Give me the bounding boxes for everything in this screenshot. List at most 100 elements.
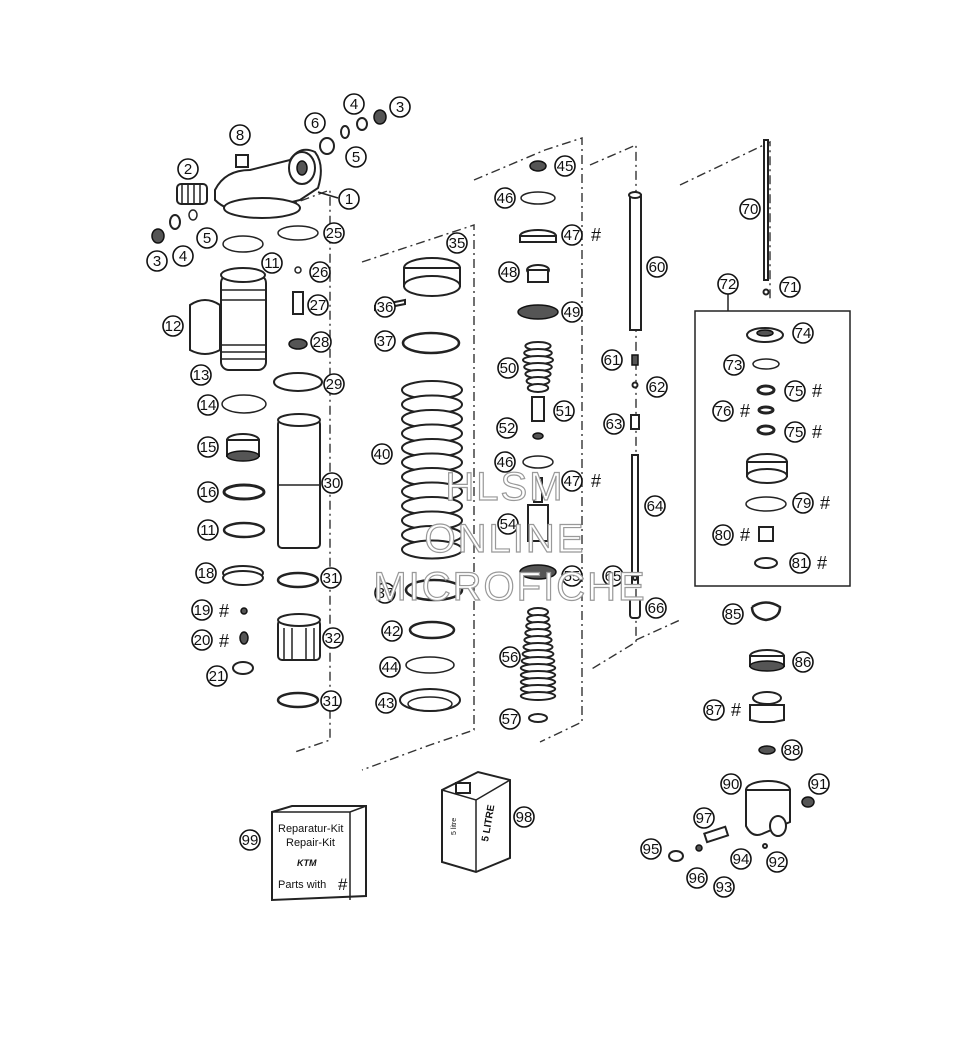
svg-text:11: 11 [264,255,280,272]
callout-88: 88 [781,739,803,761]
svg-text:8: 8 [236,127,244,144]
svg-text:3: 3 [153,253,161,270]
callout-50: 50 [497,357,519,379]
svg-text:54: 54 [500,516,517,533]
svg-text:4: 4 [350,96,358,113]
callout-27: 27 [307,294,329,316]
svg-text:30: 30 [324,475,341,492]
callout-75-upper: 75# [784,380,822,402]
svg-text:#: # [731,700,741,720]
svg-text:75: 75 [787,424,804,441]
callout-71: 71 [779,276,801,298]
callout-42: 42 [381,620,403,642]
svg-text:96: 96 [689,870,706,887]
callout-28: 28 [310,331,332,353]
svg-text:95: 95 [643,841,660,858]
svg-text:50: 50 [500,360,517,377]
svg-text:47: 47 [564,473,581,490]
callout-4-lower: 4 [172,245,194,267]
callout-76: 76# [712,400,750,422]
svg-text:6: 6 [311,115,319,132]
svg-text:79: 79 [795,495,812,512]
spring-coil [401,539,463,560]
callout-95: 95 [640,838,662,860]
repair-kit-marker: # [338,875,348,894]
svg-text:55: 55 [564,568,581,585]
svg-text:86: 86 [795,654,812,671]
svg-text:36: 36 [377,299,394,316]
adjuster-column [694,139,851,755]
callout-49: 49 [561,301,583,323]
callout-1: 1 [317,188,360,210]
callout-60: 60 [646,256,668,278]
callout-2: 2 [177,158,199,180]
repair-kit-line1: Reparatur-Kit [278,823,343,835]
svg-text:37: 37 [377,585,394,602]
callout-37-upper: 37 [374,330,396,352]
svg-text:1: 1 [345,191,353,208]
callout-52: 52 [496,417,518,439]
svg-text:20: 20 [194,632,211,649]
callout-4-upper: 4 [343,93,365,115]
svg-text:61: 61 [604,352,621,369]
callout-62: 62 [646,376,668,398]
svg-text:#: # [740,525,750,545]
svg-text:42: 42 [384,623,401,640]
callout-90: 90 [720,773,742,795]
callout-6: 6 [304,112,326,134]
watermark-line2: ONLINE [425,517,586,561]
callout-32: 32 [322,627,344,649]
svg-text:94: 94 [733,851,750,868]
svg-text:65: 65 [605,568,622,585]
callout-14: 14 [197,394,219,416]
callout-75-lower: 75# [784,421,822,443]
callout-35: 35 [446,232,468,254]
callout-29: 29 [323,373,345,395]
callout-30: 30 [321,472,343,494]
callout-48: 48 [498,261,520,283]
svg-text:91: 91 [811,776,828,793]
svg-text:25: 25 [326,225,343,242]
repair-kit-box: Reparatur-Kit Repair-Kit KTM Parts with … [271,805,367,902]
svg-text:48: 48 [501,264,518,281]
watermark-line3: MICROFICHE [373,565,646,609]
callout-79: 79 # [792,492,830,514]
callout-11-lower: 11 [197,519,219,541]
damper-body-column [273,225,323,709]
callout-74: 74 [792,322,814,344]
callout-81: 81# [789,552,827,574]
svg-text:47: 47 [564,227,581,244]
svg-text:74: 74 [795,325,812,342]
svg-text:57: 57 [502,711,519,728]
callout-47-upper: 47# [561,224,601,246]
svg-text:60: 60 [649,259,666,276]
callout-99: 99 [239,829,261,851]
callout-64: 64 [644,495,666,517]
watermark: HLSM ONLINE MICROFICHE [373,464,646,609]
svg-text:21: 21 [209,668,226,685]
svg-text:76: 76 [715,403,732,420]
callout-55: 55 [561,565,583,587]
reservoir-column [151,109,387,675]
svg-text:37: 37 [377,333,394,350]
callout-65: 65 [602,565,624,587]
svg-text:46: 46 [497,454,514,471]
svg-text:49: 49 [564,304,581,321]
callout-43: 43 [375,692,397,714]
svg-text:63: 63 [606,416,623,433]
callout-61: 61 [601,349,623,371]
callout-70: 70 [739,198,761,220]
callout-80: 80# [712,524,750,546]
svg-text:90: 90 [723,776,740,793]
svg-text:81: 81 [792,555,809,572]
svg-text:97: 97 [696,810,713,827]
svg-text:#: # [812,381,822,401]
piston-rod-column [628,191,642,619]
svg-text:3: 3 [396,99,404,116]
callout-19: 19# [191,599,229,621]
svg-text:12: 12 [165,318,182,335]
svg-text:5: 5 [203,230,211,247]
callout-46-upper: 46 [494,187,516,209]
svg-text:#: # [820,493,830,513]
